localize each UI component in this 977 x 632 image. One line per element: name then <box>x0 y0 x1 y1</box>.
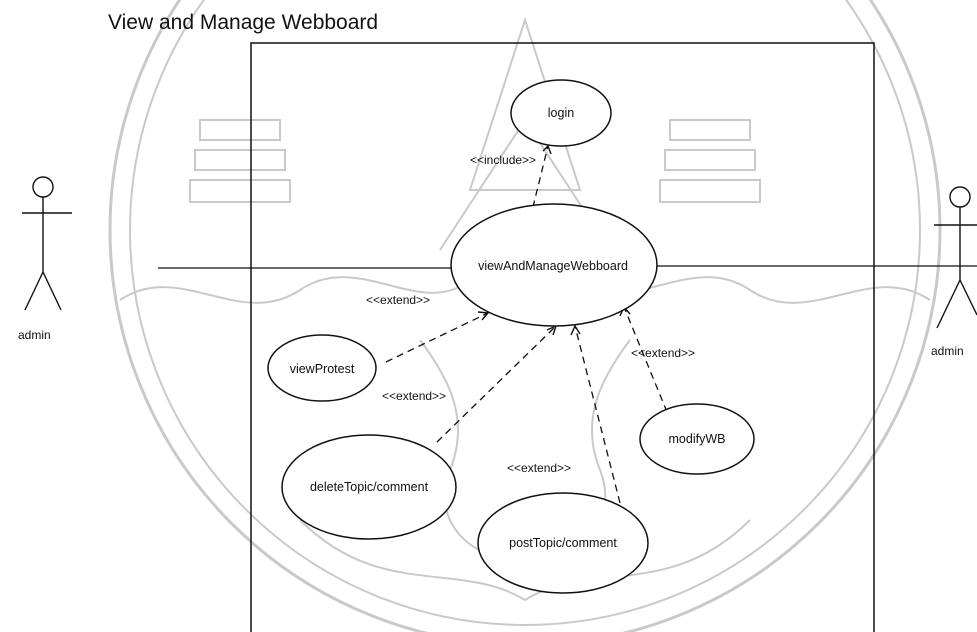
actor-admin-left <box>22 176 72 311</box>
use-case-delete-topic <box>281 434 457 540</box>
arrowhead-post-topic <box>570 324 581 336</box>
use-case-label-login: login <box>548 106 574 120</box>
extend-arrow-view-protest <box>385 312 489 363</box>
use-case-label-view-and-manage: viewAndManageWebboard <box>478 259 628 273</box>
use-case-label-post-topic: postTopic/comment <box>509 536 617 550</box>
stereotype-extend-view-protest: <<extend>> <box>366 293 430 307</box>
arrowhead-view-protest <box>477 311 490 321</box>
use-case-view-protest <box>267 334 377 402</box>
diagram-title: View and Manage Webboard <box>108 11 378 34</box>
extend-arrow-modify-wb <box>623 306 668 413</box>
use-case-post-topic <box>477 492 649 594</box>
use-case-label-delete-topic: deleteTopic/comment <box>310 480 429 494</box>
use-case-label-view-protest: viewProtest <box>290 362 355 376</box>
use-case-login <box>510 79 612 147</box>
actor-admin-right <box>934 186 977 329</box>
extend-arrow-post-topic <box>574 325 621 504</box>
actor-label-left: admin <box>18 328 51 342</box>
extend-arrow-delete-topic <box>436 325 557 443</box>
stereotype-extend-delete-topic: <<extend>> <box>382 389 446 403</box>
stereotype-extend-post-topic: <<extend>> <box>507 461 571 475</box>
system-boundary <box>250 42 875 632</box>
stereotype-extend-modify-wb: <<extend>> <box>631 346 695 360</box>
actor-label-right: admin <box>931 344 964 358</box>
use-case-modify-wb <box>639 403 755 475</box>
use-case-view-and-manage-webboard <box>450 203 658 327</box>
use-case-label-modify-wb: modifyWB <box>669 432 726 446</box>
arrowhead-login <box>542 144 552 155</box>
stereotype-include-login: <<include>> <box>470 153 536 167</box>
